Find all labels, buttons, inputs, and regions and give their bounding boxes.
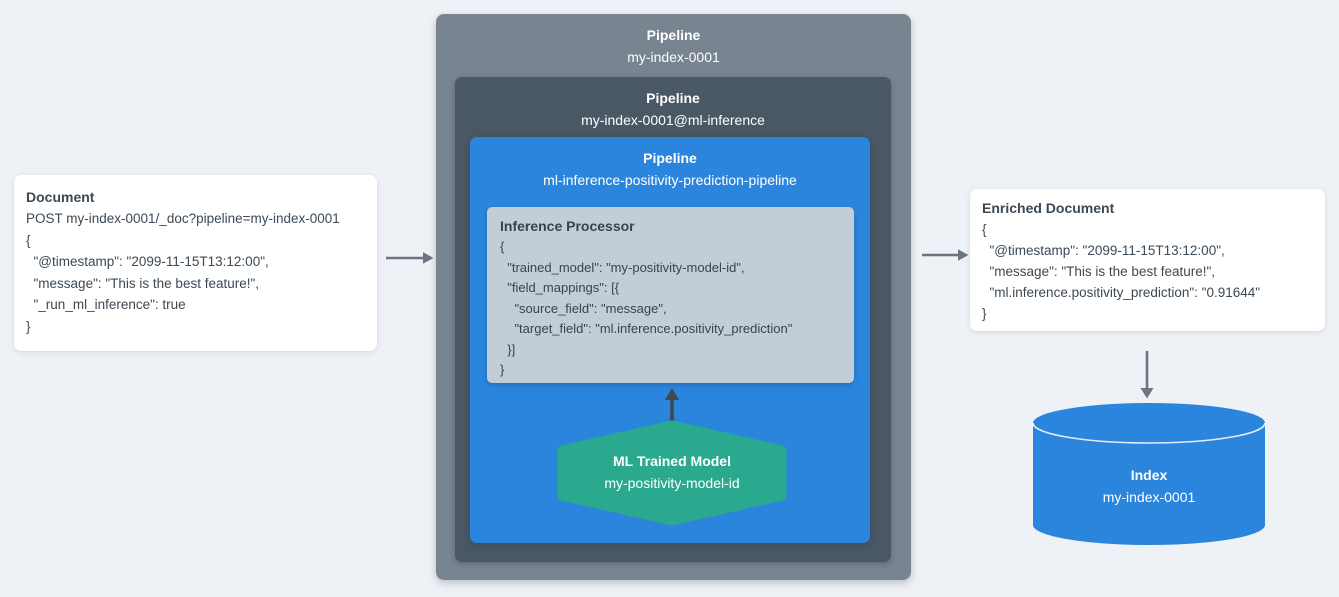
processor-code-line: }]	[500, 341, 516, 357]
enriched-code-line: "@timestamp": "2099-11-15T13:12:00",	[982, 243, 1225, 258]
enriched-code-line: "message": "This is the best feature!",	[982, 264, 1216, 279]
pipeline-ml-name: ml-inference-positivity-prediction-pipel…	[543, 172, 797, 188]
processor-code-line: "target_field": "ml.inference.positivity…	[500, 321, 793, 336]
document-code-line: "message": "This is the best feature!",	[26, 275, 260, 291]
ml-trained-model-name: my-positivity-model-id	[604, 475, 740, 491]
arrow-document-to-pipeline	[386, 252, 434, 264]
index-title: Index	[1130, 467, 1168, 483]
index-label: Index my-index-0001	[1049, 464, 1249, 508]
document-card: Document POST my-index-0001/_doc?pipelin…	[14, 175, 377, 351]
pipeline-box-outer: Pipeline my-index-0001 Pipeline my-index…	[436, 14, 911, 580]
document-code-line: }	[26, 318, 31, 334]
pipeline-inner-title: Pipeline	[646, 90, 700, 106]
pipeline-ml-title: Pipeline	[643, 150, 697, 166]
enriched-document-title: Enriched Document	[982, 200, 1115, 216]
arrow-pipeline-to-enriched	[922, 249, 969, 261]
document-code-line: "@timestamp": "2099-11-15T13:12:00",	[26, 254, 269, 269]
pipeline-inner-header: Pipeline my-index-0001@ml-inference	[455, 77, 891, 131]
processor-code-line: "source_field": "message",	[500, 300, 667, 316]
processor-code-line: "field_mappings": [{	[500, 280, 620, 295]
processor-code-line: {	[500, 239, 505, 254]
document-code-line: "_run_ml_inference": true	[26, 297, 186, 312]
pipeline-inner-name: my-index-0001@ml-inference	[581, 112, 765, 128]
enriched-code-line: "ml.inference.positivity_prediction": "0…	[982, 285, 1261, 300]
enriched-document-card: Enriched Document { "@timestamp": "2099-…	[970, 189, 1325, 331]
index-name: my-index-0001	[1102, 489, 1196, 505]
enriched-code-line: {	[982, 222, 987, 237]
processor-code-line: }	[500, 362, 505, 377]
pipeline-box-inner: Pipeline my-index-0001@ml-inference Pipe…	[455, 77, 891, 562]
ml-trained-model-label: ML Trained Model my-positivity-model-id	[522, 450, 822, 494]
document-code-line: {	[26, 232, 31, 248]
document-title: Document	[26, 189, 95, 205]
inference-processor-title: Inference Processor	[500, 218, 635, 234]
arrow-enriched-to-index	[1140, 351, 1154, 399]
pipeline-outer-header: Pipeline my-index-0001	[436, 14, 911, 68]
processor-code-line: "trained_model": "my-positivity-model-id…	[500, 259, 745, 275]
pipeline-ml-header: Pipeline ml-inference-positivity-predict…	[470, 137, 870, 191]
inference-processor-card: Inference Processor { "trained_model": "…	[487, 207, 854, 383]
pipeline-outer-title: Pipeline	[646, 27, 701, 43]
pipeline-outer-name: my-index-0001	[627, 49, 720, 65]
pipeline-box-ml: Pipeline ml-inference-positivity-predict…	[470, 137, 870, 543]
document-code-line: POST my-index-0001/_doc?pipeline=my-inde…	[26, 211, 340, 226]
ml-trained-model-title: ML Trained Model	[613, 453, 731, 469]
enriched-code-line: }	[982, 306, 987, 321]
